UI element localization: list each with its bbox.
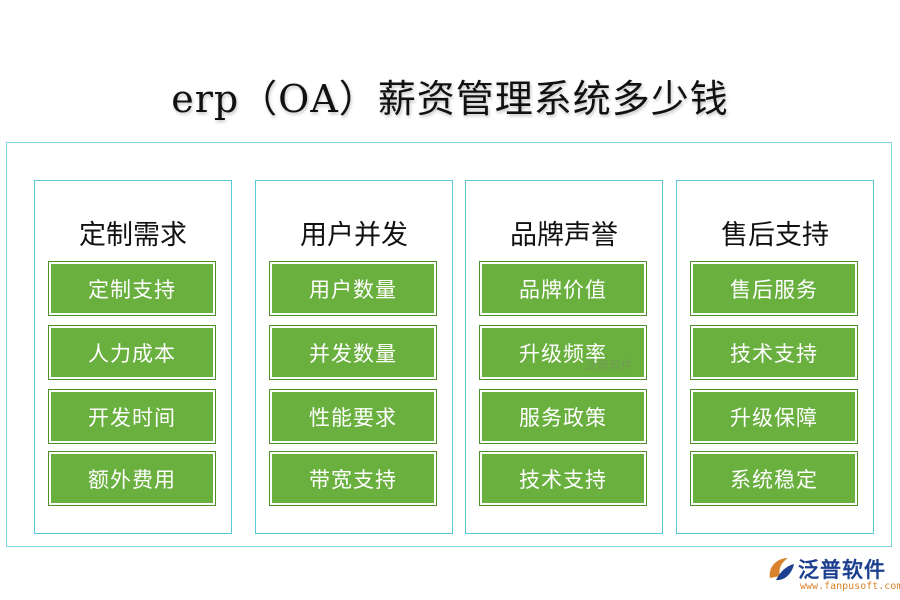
item-box: 品牌价值 [480, 262, 646, 315]
logo-mark-icon [769, 558, 794, 581]
item-box: 系统稳定 [691, 452, 857, 505]
column-heading: 售后支持 [721, 220, 829, 251]
item-box: 定制支持 [49, 262, 215, 315]
page-title: erp（OA）薪资管理系统多少钱 [171, 77, 729, 121]
column-custom-requirements: 定制需求 定制支持 人力成本 开发时间 额外费用 [34, 180, 232, 534]
column-heading: 品牌声誉 [510, 220, 618, 251]
item-box: 人力成本 [49, 326, 215, 379]
outer-frame [6, 142, 892, 547]
item-box: 带宽支持 [270, 452, 436, 505]
item-box: 服务政策 [480, 390, 646, 443]
column-heading: 用户并发 [300, 220, 408, 251]
item-box: 开发时间 [49, 390, 215, 443]
logo-url: www.fanpusoft.com [800, 581, 900, 592]
item-box: 技术支持 [691, 326, 857, 379]
item-box: 升级保障 [691, 390, 857, 443]
column-after-sales-support: 售后支持 售后服务 技术支持 升级保障 系统稳定 [676, 180, 874, 534]
column-heading: 定制需求 [79, 220, 187, 251]
watermark: 泛普软件 [585, 358, 634, 372]
item-box: 升级频率 [480, 326, 646, 379]
item-box: 性能要求 [270, 390, 436, 443]
item-box: 用户数量 [270, 262, 436, 315]
brand-logo: 泛普软件 www.fanpusoft.com [766, 552, 900, 596]
column-brand-reputation: 品牌声誉 品牌价值 升级频率 服务政策 技术支持 [465, 180, 663, 534]
item-box: 售后服务 [691, 262, 857, 315]
item-box: 额外费用 [49, 452, 215, 505]
item-box: 并发数量 [270, 326, 436, 379]
column-user-concurrency: 用户并发 用户数量 并发数量 性能要求 带宽支持 [255, 180, 453, 534]
item-box: 技术支持 [480, 452, 646, 505]
logo-name: 泛普软件 [798, 558, 886, 582]
